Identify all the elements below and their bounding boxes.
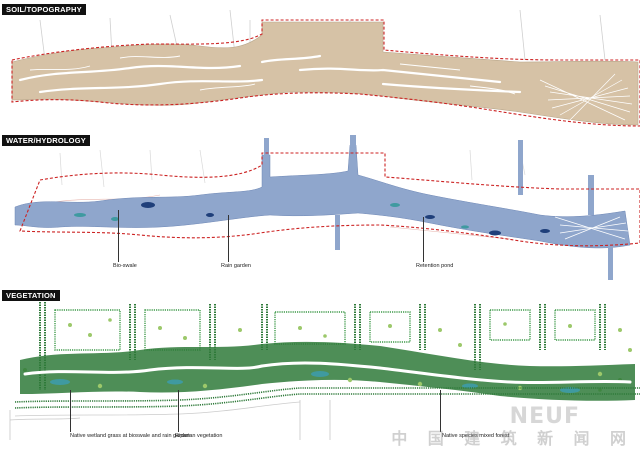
watermark-brand: NEUF <box>509 404 580 429</box>
main-channel <box>14 144 631 249</box>
soil-topography-title: SOIL/TOPOGRAPHY <box>2 4 86 15</box>
riparian-leader <box>178 390 179 432</box>
retention-pond-label: Retention pond <box>416 263 454 269</box>
rain-garden-label: Rain garden <box>221 263 251 269</box>
rain-garden-leader <box>228 215 229 262</box>
riparian-label: Riparian vegetation <box>175 433 223 439</box>
vegetation-corridor <box>20 341 635 401</box>
soil-boundary <box>11 19 640 127</box>
soil-topography-map <box>11 9 640 127</box>
watermark-chinese: 中 国 建 筑 新 闻 网 <box>391 431 634 448</box>
bio-swale-leader <box>118 210 119 262</box>
mixed-forest-label: Native species mixed forest <box>442 433 510 439</box>
water-hydrology-title: WATER/HYDROLOGY <box>2 135 90 146</box>
retention-pond-leader <box>423 217 424 262</box>
water-hydrology-map <box>14 135 640 280</box>
bio-swale-label: Bio-swale <box>113 263 137 269</box>
soil-topography-panel: SOIL/TOPOGRAPHY <box>0 0 640 135</box>
wetland-grass-label: Native wetland grass at bioswale and rai… <box>70 433 191 439</box>
mixed-forest-leader <box>440 390 441 432</box>
water-boundary <box>19 152 640 247</box>
vegetation-title: VEGETATION <box>2 290 60 301</box>
soil-band <box>11 21 639 126</box>
wetland-grass-leader <box>70 390 71 432</box>
water-hydrology-panel: WATER/HYDROLOGY <box>0 135 640 285</box>
vegetation-map <box>9 302 640 440</box>
vegetation-panel: VEGETATION <box>0 290 640 453</box>
